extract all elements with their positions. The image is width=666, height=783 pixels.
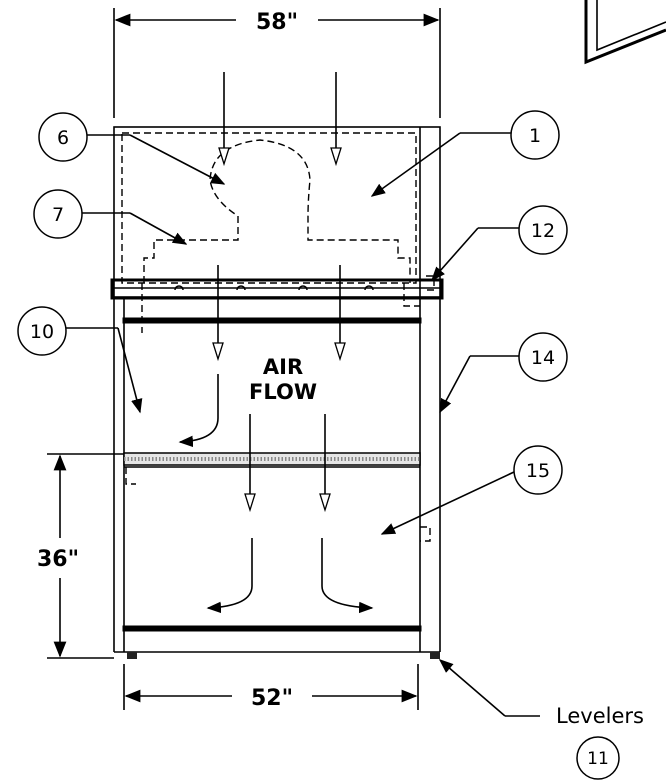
svg-text:1: 1 [529, 125, 541, 147]
callout-6: 6 [38, 112, 226, 185]
airflow-curves [178, 374, 374, 614]
svg-text:15: 15 [526, 460, 550, 482]
cabinet-hood [110, 126, 444, 333]
callout-14: 14 [439, 332, 568, 414]
airflow-label: AIR FLOW [249, 355, 317, 404]
callout-11-number: 11 [587, 749, 609, 769]
dimension-width-top: 58" [113, 8, 441, 118]
callout-11-circle [576, 736, 620, 780]
leveler-foot-left [127, 652, 137, 659]
leveler-foot-right [430, 652, 440, 659]
svg-text:10: 10 [30, 321, 54, 343]
dimension-width-top-label: 58" [256, 10, 298, 35]
svg-text:14: 14 [531, 347, 555, 369]
airflow-label-line2: FLOW [249, 380, 317, 404]
callout-12: 12 [431, 205, 568, 282]
callout-7: 7 [33, 189, 188, 245]
dimension-width-bottom: 52" [123, 664, 419, 711]
callout-15: 15 [380, 445, 563, 535]
svg-text:6: 6 [57, 127, 69, 149]
airflow-arrows-top [218, 72, 342, 167]
callout-1: 1 [370, 110, 560, 197]
callout-levelers: Levelers 11 [438, 659, 644, 780]
dimension-width-bottom-label: 52" [251, 686, 293, 711]
airflow-arrows-lower [244, 414, 331, 513]
blower-outline [143, 139, 411, 283]
cabinet-body [113, 298, 441, 659]
partial-view-corner [584, 0, 666, 65]
airflow-arrows-mid [212, 265, 346, 362]
svg-text:7: 7 [52, 204, 64, 226]
callout-10: 10 [17, 306, 143, 414]
airflow-label-line1: AIR [263, 355, 303, 379]
svg-text:12: 12 [531, 220, 555, 242]
dimension-height-side-label: 36" [37, 547, 79, 572]
levelers-label: Levelers [556, 704, 644, 728]
dimension-height-side: 36" [37, 453, 124, 659]
